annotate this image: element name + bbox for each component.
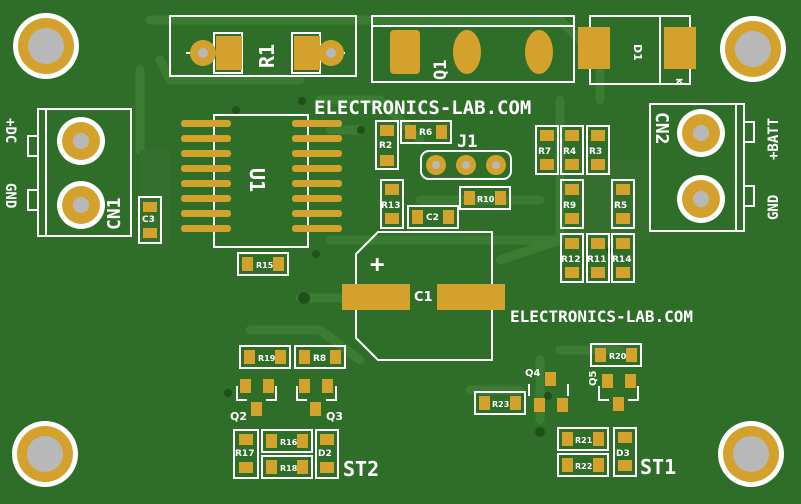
label-c2: C2 (426, 213, 439, 223)
mounting-holes (12, 13, 786, 487)
resistor-r8: R8 (294, 345, 346, 369)
label-r22: R22 (575, 462, 592, 471)
label-r8: R8 (313, 354, 326, 364)
label-c1: C1 (414, 290, 433, 305)
resistor-r5: R5 (611, 179, 635, 229)
transistor-q5: Q5 (588, 370, 639, 411)
label-r14: R14 (612, 255, 631, 265)
connector-cn2: CN2 +BATT GND (649, 103, 782, 232)
label-cn1: CN1 (104, 197, 125, 230)
label-r10: R10 (477, 195, 495, 204)
resistor-r21: R21 (557, 427, 609, 451)
diode-d2: D2 (315, 429, 339, 479)
ic-u1: U1 (181, 114, 342, 248)
label-r16: R16 (280, 438, 298, 447)
label-r2: R2 (379, 141, 392, 151)
label-r13: R13 (381, 201, 400, 211)
label-r17: R17 (235, 449, 254, 459)
resistor-r16: R16 (261, 429, 313, 453)
label-r11: R11 (587, 255, 606, 265)
label-r18: R18 (280, 464, 298, 473)
resistor-r20: R20 (590, 343, 642, 367)
label-d3: D3 (616, 449, 630, 459)
connector-cn1: CN1 +DC GND (2, 108, 132, 237)
label-u1: U1 (245, 168, 269, 192)
label-r15: R15 (256, 261, 274, 270)
label-q4: Q4 (525, 368, 541, 379)
transistor-q1: Q1 (371, 15, 575, 83)
resistor-r11: R11 (586, 233, 610, 283)
label-r4: R4 (563, 147, 576, 157)
label-plus-dc: +DC (2, 118, 18, 143)
resistor-r13: R13 (380, 179, 404, 229)
resistor-r15: R15 (237, 252, 289, 276)
mounting-hole-bl (12, 421, 78, 487)
resistor-r1: R1 (169, 15, 357, 77)
transistor-q3: Q3 (296, 379, 343, 423)
label-d2: D2 (318, 449, 332, 459)
label-gnd-left: GND (2, 183, 18, 208)
brand-text-mid: ELECTRONICS-LAB.COM (510, 307, 693, 326)
label-r7: R7 (538, 147, 551, 157)
transistor-q4: Q4 (525, 368, 569, 412)
label-q2: Q2 (230, 410, 247, 423)
label-q3: Q3 (326, 410, 343, 423)
capacitor-c1: + C1 (342, 231, 505, 361)
resistor-r6: R6 (400, 120, 452, 144)
label-r12: R12 (561, 255, 580, 265)
label-r23: R23 (492, 400, 509, 409)
label-r21: R21 (575, 436, 593, 445)
label-st1: ST1 (640, 455, 676, 479)
transistor-q2: Q2 (230, 379, 277, 423)
label-cn2: CN2 (651, 112, 672, 145)
label-d1-k: K (673, 78, 683, 86)
label-r19: R19 (258, 354, 276, 363)
resistor-r18: R18 (261, 455, 313, 479)
resistor-r9: R9 (560, 179, 584, 229)
resistor-r12: R12 (560, 233, 584, 283)
label-q1: Q1 (431, 60, 451, 80)
label-plus-batt: +BATT (766, 118, 782, 160)
label-r1: R1 (255, 44, 279, 68)
label-gnd-right: GND (766, 195, 782, 220)
header-j1: J1 (420, 132, 512, 180)
resistor-r23: R23 (474, 391, 526, 415)
label-d1: D1 (631, 44, 644, 61)
label-st2: ST2 (343, 457, 379, 481)
resistor-r19: R19 (239, 345, 291, 369)
resistor-r7: R7 (535, 125, 559, 175)
diode-d1: D1 K (578, 15, 696, 86)
mounting-hole-tl (13, 13, 79, 79)
label-r6: R6 (419, 128, 432, 138)
label-r3: R3 (589, 147, 602, 157)
label-r5: R5 (614, 201, 627, 211)
mounting-hole-tr (720, 16, 786, 82)
resistor-r10: R10 (459, 186, 511, 210)
mounting-hole-br (718, 421, 784, 487)
capacitor-c3: C3 (138, 196, 162, 244)
capacitor-c2: C2 (407, 205, 459, 229)
label-r9: R9 (563, 201, 576, 211)
resistor-r3: R3 (586, 125, 610, 175)
resistor-r2: R2 (375, 120, 399, 170)
label-r20: R20 (609, 352, 627, 361)
resistor-r4: R4 (560, 125, 584, 175)
label-c3: C3 (142, 215, 155, 225)
label-j1: J1 (457, 132, 477, 152)
brand-text-top: ELECTRONICS-LAB.COM (314, 97, 531, 119)
label-q5: Q5 (588, 370, 599, 386)
label-c1-plus: + (370, 250, 384, 278)
diode-d3: D3 (613, 427, 637, 477)
resistor-r22: R22 (557, 453, 609, 477)
smd-resistors: R2 R6 R13 C2 R10 (233, 120, 642, 479)
resistor-r14: R14 (611, 233, 635, 283)
resistor-r17: R17 (233, 429, 259, 479)
